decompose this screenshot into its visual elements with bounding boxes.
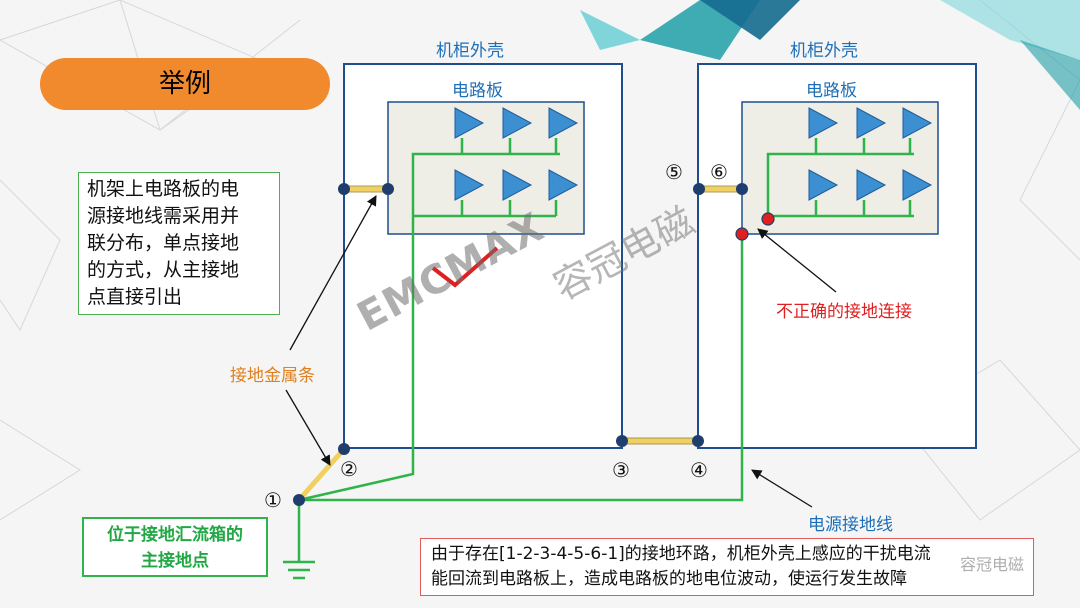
amplifier-icon [902,107,933,139]
point-label-1: ① [264,488,282,512]
explanation-line: 能回流到电路板上，造成电路板的地电位波动，使运行发生故障 [431,569,907,589]
cabinet-right-title: 机柜外壳 [790,41,858,61]
node-dot [693,183,705,195]
cabinet-left-title: 机柜外壳 [436,41,504,61]
node-dot [692,435,704,447]
node-dot [382,183,394,195]
left-note-line: 源接地线需采用并 [87,205,240,227]
amplifier-icon [454,107,485,139]
amplifier-icon [856,107,887,139]
amplifier-icon [856,169,887,201]
power-ground-label: 电源接地线 [808,515,893,535]
node-dot [616,435,628,447]
incorrect-connection-label: 不正确的接地连接 [776,302,912,322]
point-label-4: ④ [690,458,708,482]
node-dot [293,494,305,506]
main-ground-point-box: 位于接地汇流箱的 主接地点 [82,517,268,577]
node-dot [338,183,350,195]
check-icon [431,246,499,288]
amplifier-icon [548,107,579,139]
board-left-title: 电路板 [452,81,503,101]
amplifier-icon [502,107,533,139]
left-note: 机架上电路板的电 源接地线需采用并 联分布，单点接地 的方式，从主接地 点直接引… [78,172,280,315]
explanation-box: 由于存在[1-2-3-4-5-6-1]的接地环路，机柜外壳上感应的干扰电流 能回… [420,538,1034,596]
main-ground-line: 主接地点 [141,551,209,571]
power-ground-wire [298,152,560,502]
amplifier-icon [548,169,579,201]
point-label-5: ⑤ [665,160,683,184]
amplifier-icon [902,169,933,201]
left-note-line: 联分布，单点接地 [87,232,240,254]
point-label-3: ③ [612,458,630,482]
heading-tag: 举例 [40,58,330,110]
left-note-line: 的方式，从主接地 [87,259,240,281]
metal-strip [297,447,346,502]
point-label-6: ⑥ [710,160,728,184]
corner-watermark: 容冠电磁 [960,555,1025,574]
power-ground-wire-right [299,234,744,502]
left-note-line: 点直接引出 [87,286,183,308]
node-dot [338,443,350,455]
point-label-2: ② [340,457,358,481]
incorrect-node-dot [761,212,775,226]
amplifier-icon [808,107,839,139]
amplifier-icon [808,169,839,201]
amplifier-icon [502,169,533,201]
board-right-title: 电路板 [806,81,857,101]
ground-strip-label: 接地金属条 [230,366,315,386]
explanation-line: 由于存在[1-2-3-4-5-6-1]的接地环路，机柜外壳上感应的干扰电流 [431,544,931,564]
main-ground-line: 位于接地汇流箱的 [107,525,243,545]
left-note-line: 机架上电路板的电 [87,178,240,200]
amplifier-icon [454,169,485,201]
node-dot [736,183,748,195]
incorrect-node-dot [735,227,749,241]
